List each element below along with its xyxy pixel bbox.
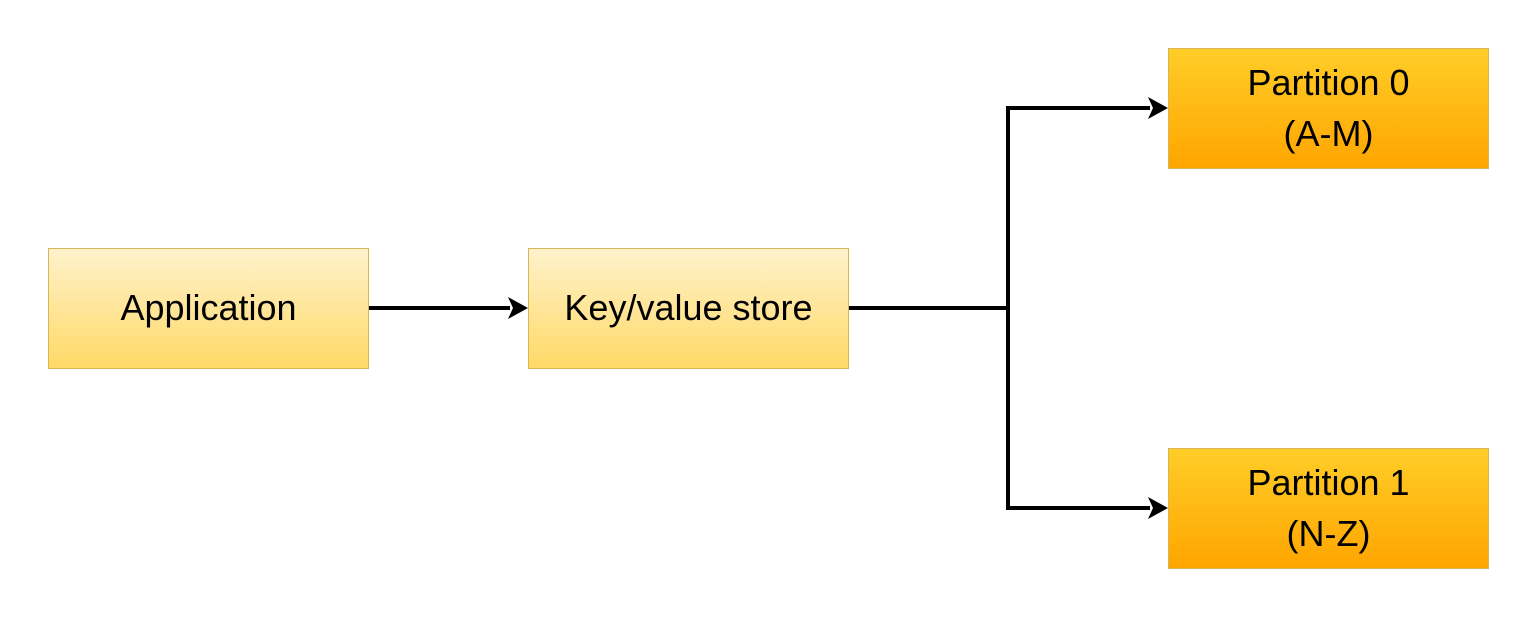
application-label: Application [120,287,297,329]
arrowhead-kvstore [508,297,528,319]
key-value-store-label: Key/value store [564,287,813,329]
partition-1-node: Partition 1 (N-Z) [1168,448,1489,569]
partition-0-range: (A-M) [1283,112,1374,154]
arrowhead-partition1 [1148,497,1168,519]
partition-0-node: Partition 0 (A-M) [1168,48,1489,169]
partition-1-title: Partition 1 [1247,462,1410,504]
arrowhead-partition0 [1148,97,1168,119]
partition-0-title: Partition 0 [1247,62,1410,104]
key-value-store-node: Key/value store [528,248,849,369]
application-node: Application [48,248,369,369]
partition-1-range: (N-Z) [1286,512,1371,554]
